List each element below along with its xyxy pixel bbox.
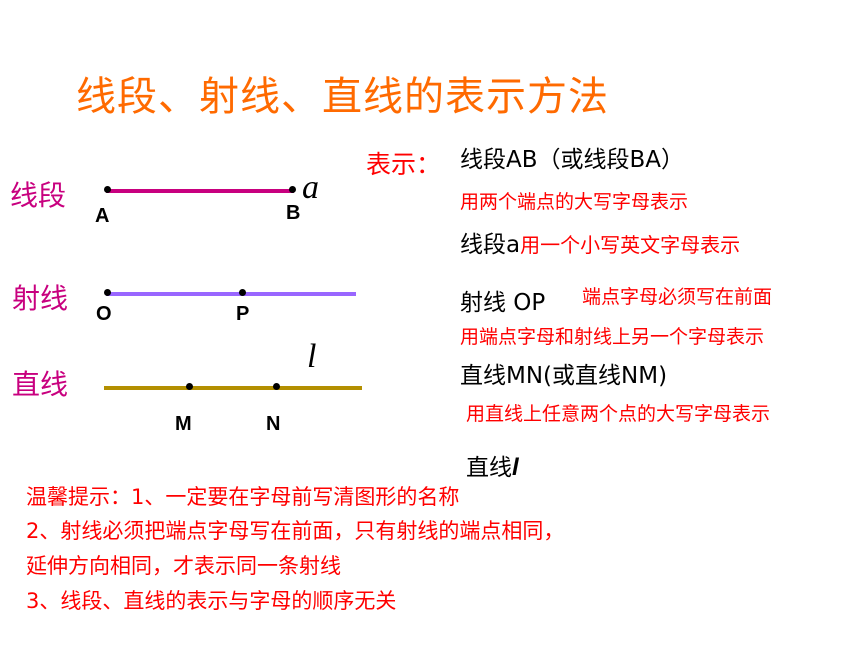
- line-l-symbol: l: [512, 454, 519, 481]
- point-o-label: O: [96, 303, 112, 325]
- segment-a-note: 用一个小写英文字母表示: [520, 233, 741, 257]
- point-b-label: B: [286, 202, 301, 224]
- point-m-label: M: [175, 413, 192, 435]
- ray-note-2: 用端点字母和射线上另一个字母表示: [460, 326, 765, 348]
- notation-header: 表示：: [366, 150, 442, 179]
- segment-line: [106, 189, 294, 193]
- ray-op-text: 射线 OP: [460, 290, 546, 316]
- segment-symbol-a: a: [302, 169, 319, 206]
- point-m-dot: [186, 383, 193, 390]
- point-n-dot: [273, 383, 280, 390]
- straight-line: [104, 386, 362, 390]
- line-mn-note: 用直线上任意两个点的大写字母表示: [466, 403, 771, 425]
- segment-a-text: 线段a: [460, 232, 521, 258]
- segment-ab-note: 用两个端点的大写字母表示: [460, 191, 689, 213]
- point-p-label: P: [236, 303, 250, 325]
- tip-line-3: 延伸方向相同，才表示同一条射线: [26, 554, 341, 578]
- point-n-label: N: [266, 413, 281, 435]
- point-o-dot: [104, 289, 111, 296]
- tip-line-2: 2、射线必须把端点字母写在前面，只有射线的端点相同，: [26, 519, 565, 543]
- line-label: 直线: [12, 368, 69, 401]
- point-a-label: A: [95, 205, 110, 227]
- ray-line: [106, 292, 356, 296]
- line-symbol-l: l: [307, 338, 317, 375]
- segment-label: 线段: [10, 179, 67, 212]
- segment-a-row: 线段a用一个小写英文字母表示: [460, 225, 740, 259]
- line-l-row: 直线l: [466, 448, 519, 482]
- tip-line-4: 3、线段、直线的表示与字母的顺序无关: [26, 589, 397, 613]
- page-title: 线段、射线、直线的表示方法: [76, 74, 609, 120]
- ray-label: 射线: [12, 282, 69, 315]
- tip-line-1: 温馨提示：1、一定要在字母前写清图形的名称: [26, 485, 460, 509]
- line-mn-text: 直线MN(或直线NM): [460, 363, 668, 389]
- point-p-dot: [239, 289, 246, 296]
- point-a-dot: [104, 186, 111, 193]
- point-b-dot: [289, 186, 296, 193]
- line-l-prefix: 直线: [466, 455, 512, 481]
- ray-note-1: 端点字母必须写在前面: [582, 286, 773, 308]
- segment-ab-text: 线段AB（或线段BA）: [460, 147, 685, 173]
